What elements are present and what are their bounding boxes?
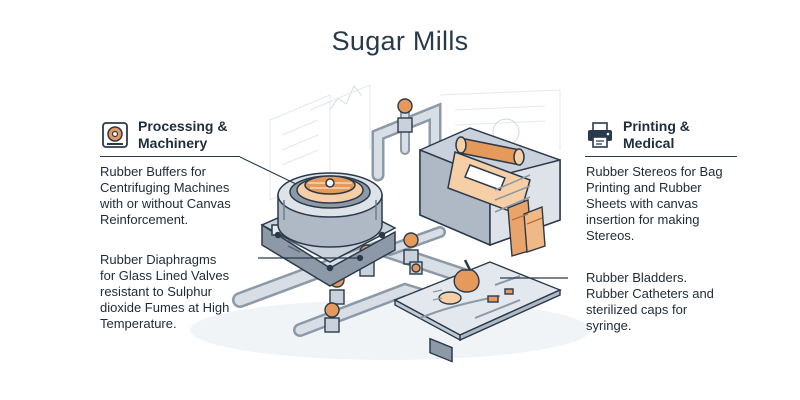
text-line: dioxide Fumes at High bbox=[100, 300, 230, 315]
callout-dot-diaphragms bbox=[356, 254, 364, 262]
text-line: Rubber Bladders. bbox=[586, 270, 688, 285]
left-heading-line1: Processing & bbox=[138, 118, 228, 134]
text-line: Rubber Buffers for bbox=[100, 164, 206, 179]
text-line: insertion for making bbox=[586, 212, 700, 227]
text-line: sterilized caps for bbox=[586, 302, 688, 317]
left-heading-text: Processing & Machinery bbox=[138, 118, 227, 152]
text-line: for Glass Lined Valves bbox=[100, 268, 230, 283]
right-heading-line2: Medical bbox=[623, 135, 675, 151]
text-line: Printing and Rubber bbox=[586, 180, 702, 195]
right-heading-line1: Printing & bbox=[623, 118, 690, 134]
paper-bags bbox=[507, 198, 546, 257]
valve-right bbox=[409, 261, 423, 275]
text-line: Reinforcement. bbox=[100, 212, 189, 227]
left-heading-rule bbox=[100, 156, 240, 157]
text-line: Rubber Diaphragms bbox=[100, 252, 217, 267]
right-item-stereos: Rubber Stereos for Bag Printing and Rubb… bbox=[586, 164, 723, 244]
text-line: Sheets with canvas bbox=[586, 196, 699, 211]
right-section-heading: Printing & Medical bbox=[585, 118, 690, 152]
text-line: with or without Canvas bbox=[100, 196, 231, 211]
text-line: resistant to Sulphur bbox=[100, 284, 213, 299]
text-line: Stereos. bbox=[586, 228, 635, 243]
left-heading-line2: Machinery bbox=[138, 135, 208, 151]
left-item-diaphragms: Rubber Diaphragms for Glass Lined Valves… bbox=[100, 252, 229, 332]
text-line: Centrifuging Machines bbox=[100, 180, 230, 195]
valve-bottom bbox=[324, 302, 340, 333]
valve-top bbox=[397, 98, 413, 133]
valve-middle bbox=[403, 232, 419, 265]
page-title: Sugar Mills bbox=[331, 26, 469, 56]
centrifuge-icon bbox=[102, 122, 128, 148]
centrifuge-machine bbox=[260, 172, 397, 287]
right-heading-text: Printing & Medical bbox=[623, 118, 690, 152]
right-item-bladders: Rubber Bladders. Rubber Catheters and st… bbox=[586, 270, 714, 334]
text-line: Rubber Catheters and bbox=[586, 286, 714, 301]
left-section-heading: Processing & Machinery bbox=[100, 118, 227, 152]
medical-tray bbox=[393, 259, 562, 342]
right-heading-rule bbox=[585, 156, 737, 157]
callout-lines bbox=[239, 156, 568, 279]
printer-icon bbox=[588, 122, 612, 148]
text-line: Temperature. bbox=[100, 316, 177, 331]
text-line: Rubber Stereos for Bag bbox=[586, 164, 723, 179]
text-line: syringe. bbox=[586, 318, 632, 333]
left-item-buffers: Rubber Buffers for Centrifuging Machines… bbox=[100, 164, 231, 228]
callout-line-buffers bbox=[239, 156, 297, 185]
